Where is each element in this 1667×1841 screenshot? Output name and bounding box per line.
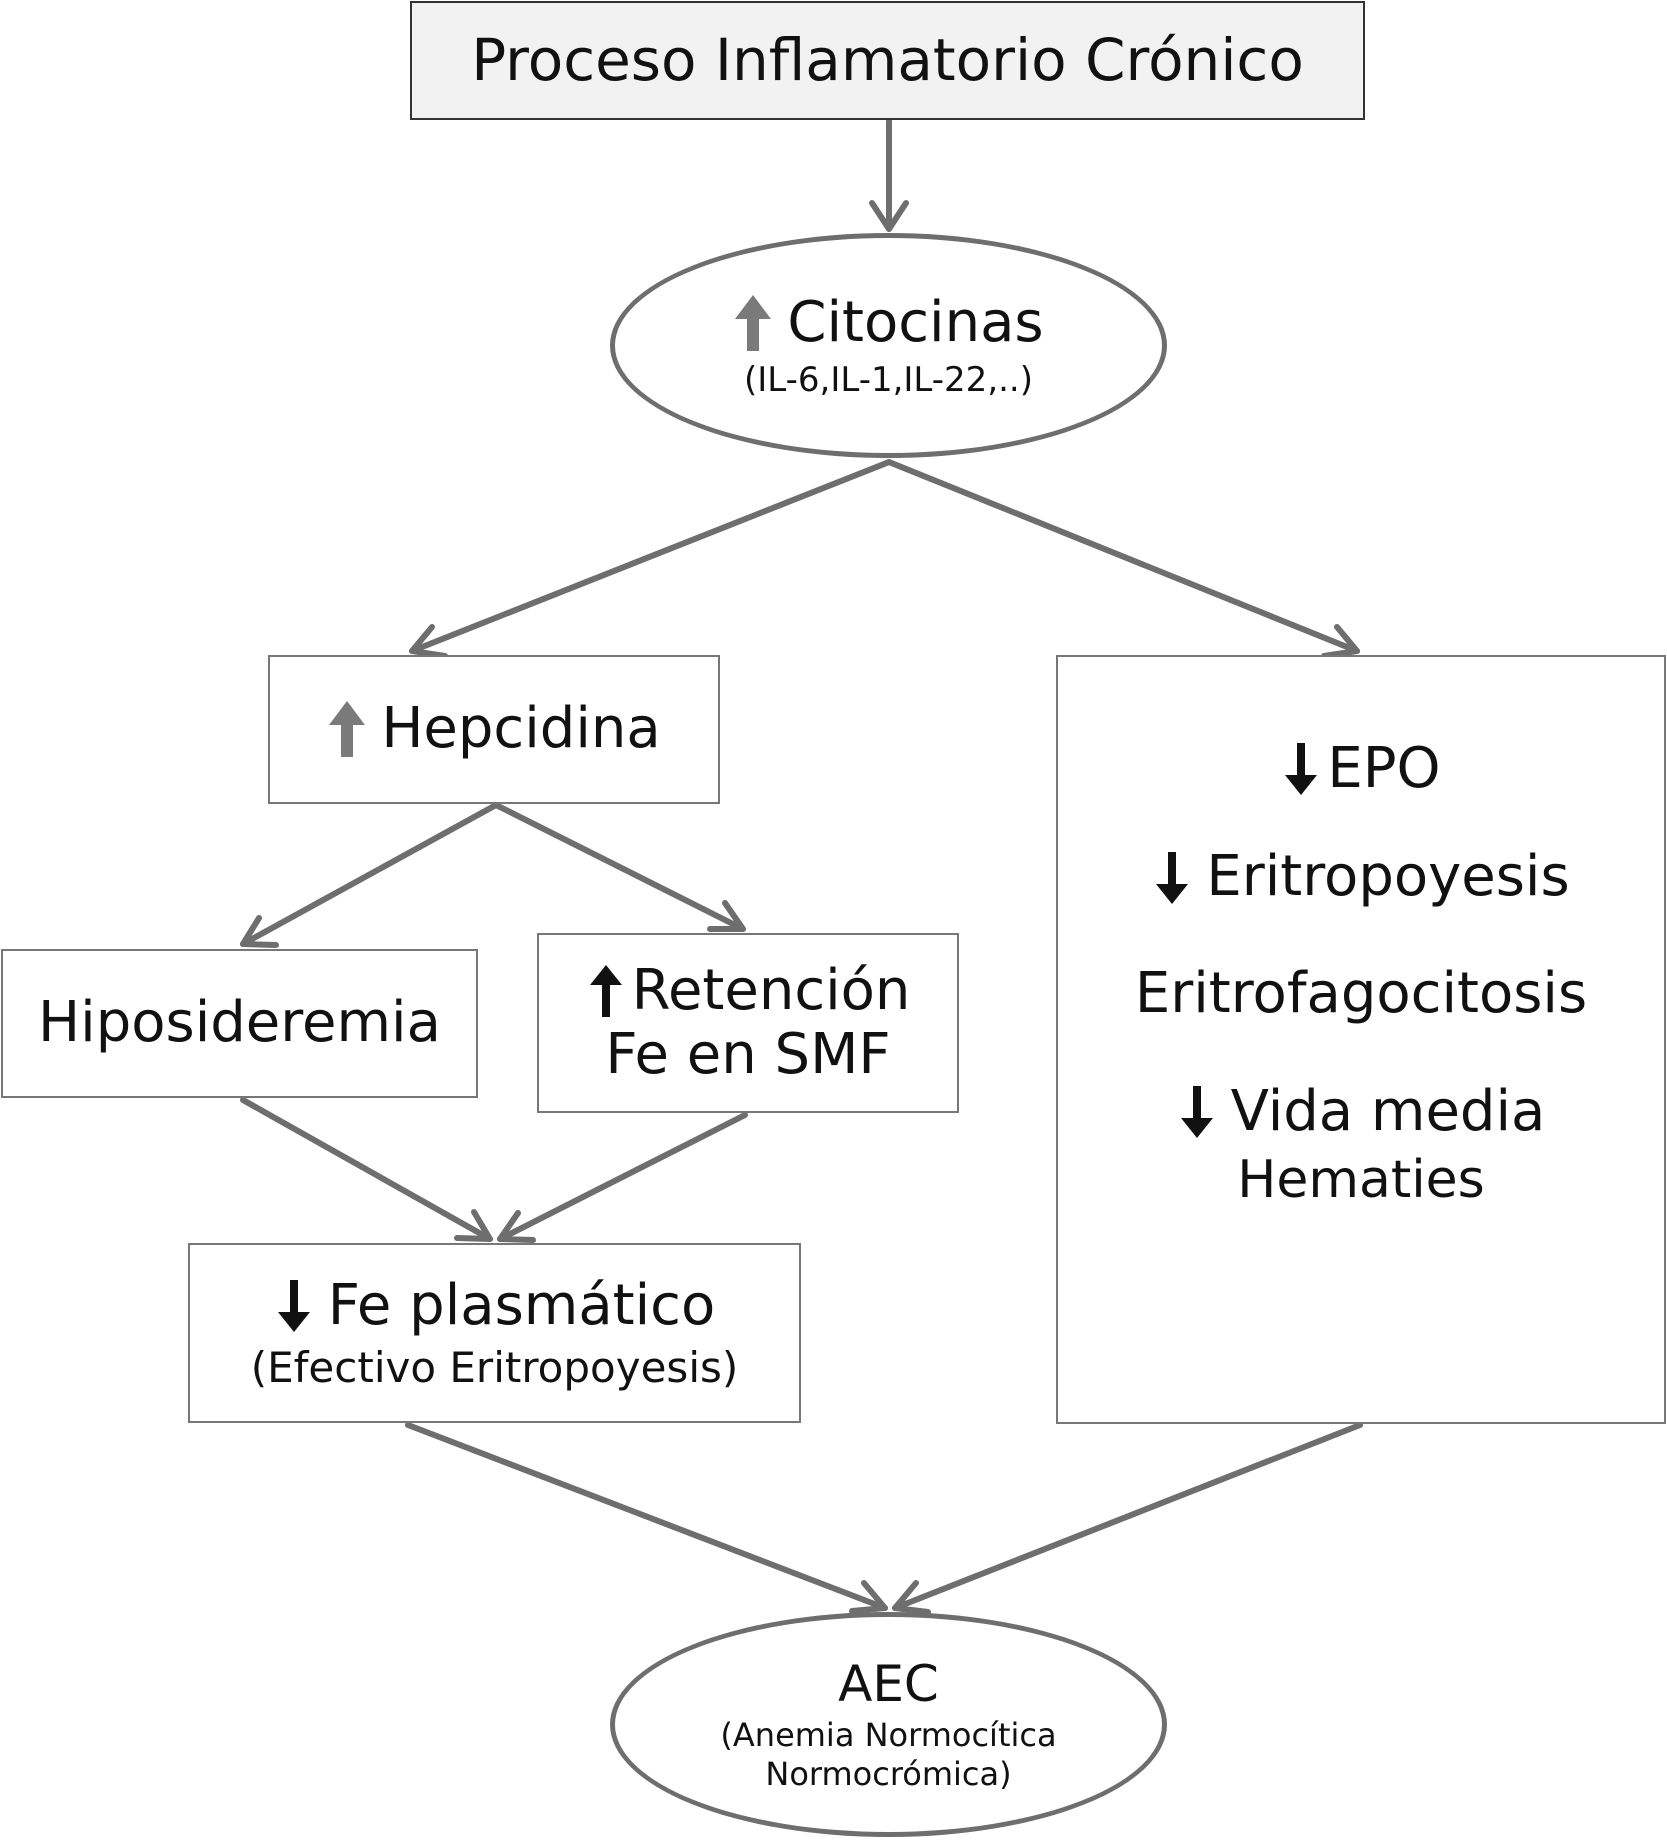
node-proceso-inflamatorio: Proceso Inflamatorio Crónico [410,1,1365,120]
connector-citocinas-to-epo [886,459,1360,654]
connector-fe-to-aec [405,1422,888,1611]
eritrofagocitosis-item: Eritrofagocitosis [1134,960,1588,1026]
up-arrow-icon [586,963,626,1019]
aec-sublabel2: Normocrómica) [765,1755,1012,1794]
arrowhead-hepcidina [409,624,448,659]
fe-plasmatico-label: Fe plasmático [327,1272,716,1338]
down-arrow-icon [1177,1084,1217,1140]
fe-plasmatico-sublabel: (Efectivo Eritropoyesis) [250,1343,739,1393]
node-epo-box: EPO Eritropoyesis Eritrofagocitosis Vida… [1056,655,1666,1424]
down-arrow-icon [1281,741,1321,797]
arrowhead-citocinas [869,200,909,232]
arrowhead-fe-right [497,1210,536,1243]
connector-retencion-to-fe [497,1112,748,1242]
node-aec: AEC (Anemia Normocítica Normocrómica) [610,1612,1167,1837]
vida-media-item: Vida media [1177,1079,1546,1145]
retencion-label: Retención [631,957,911,1023]
arrowhead-epo [1321,624,1360,659]
epo-item: EPO [1281,736,1441,801]
node-top-label: Proceso Inflamatorio Crónico [471,26,1304,95]
node-retencion: Retención Fe en SMF [537,933,959,1113]
down-arrow-icon [1152,850,1192,906]
arrowhead-aec-left [849,1580,888,1614]
hepcidina-label: Hepcidina [381,696,661,762]
up-arrow-icon [733,293,773,353]
arrowhead-aec-right [892,1580,931,1615]
arrowhead-fe-left [454,1209,493,1242]
eritropoyesis-label: Eritropoyesis [1206,844,1570,910]
connector-hepcidina-to-hiposideremia [240,802,499,947]
aec-label: AEC [838,1654,939,1713]
node-hiposideremia: Hiposideremia [1,949,478,1098]
node-fe-plasmatico: Fe plasmático (Efectivo Eritropoyesis) [188,1243,801,1423]
connector-hepcidina-to-retencion [493,802,746,932]
epo-label: EPO [1327,736,1441,801]
connector-epo-to-aec [892,1422,1363,1611]
arrowhead-hiposideremia [240,915,279,948]
arrowhead-retencion [707,900,746,932]
up-arrow-icon [327,699,367,759]
vida-media-label: Vida media [1230,1079,1546,1145]
aec-sublabel: (Anemia Normocítica [720,1716,1057,1755]
node-hepcidina: Hepcidina [268,655,720,804]
connector-citocinas-to-hepcidina [409,459,892,654]
connector-hiposideremia-to-fe [240,1097,493,1242]
citocinas-sublabel: (IL-6,IL-1,IL-22,..) [743,360,1034,401]
eritropoyesis-item: Eritropoyesis [1152,844,1570,910]
citocinas-label: Citocinas [787,289,1044,355]
retencion-label2: Fe en SMF [605,1022,891,1087]
node-citocinas: Citocinas (IL-6,IL-1,IL-22,..) [610,233,1167,458]
hematies-label: Hematies [1237,1149,1485,1210]
hiposideremia-label: Hiposideremia [38,990,441,1056]
down-arrow-icon [274,1278,314,1334]
